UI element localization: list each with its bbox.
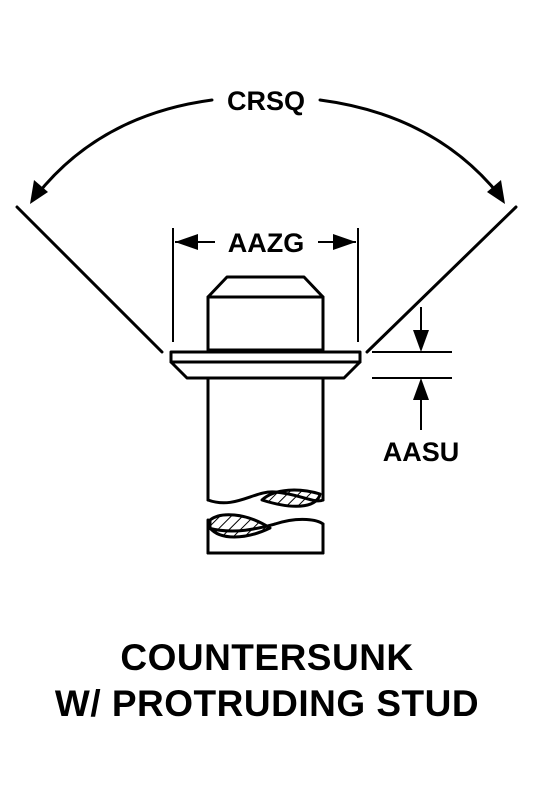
arc-arrow-left [30, 180, 48, 204]
angle-dimension-arc [30, 98, 505, 204]
width-dimension [172, 228, 359, 342]
upper-break-hatch [260, 488, 322, 508]
angle-label: CRSQ [227, 86, 305, 116]
stud-head [206, 275, 325, 352]
arc-arrow-right [487, 180, 505, 204]
lower-break-hatch [208, 513, 272, 539]
stud-shank [206, 376, 325, 555]
caption-line-2: W/ PROTRUDING STUD [54, 683, 480, 724]
height-arrow-top [413, 330, 429, 352]
width-label: AAZG [228, 228, 305, 258]
width-arrow-left [175, 234, 198, 250]
countersink-angle-lines [15, 205, 518, 354]
countersunk-flange [169, 350, 362, 380]
width-arrow-right [333, 234, 356, 250]
height-dimension [372, 307, 452, 430]
caption-line-1: COUNTERSUNK [120, 637, 414, 678]
height-arrow-bottom [413, 378, 429, 400]
height-label: AASU [383, 437, 460, 467]
